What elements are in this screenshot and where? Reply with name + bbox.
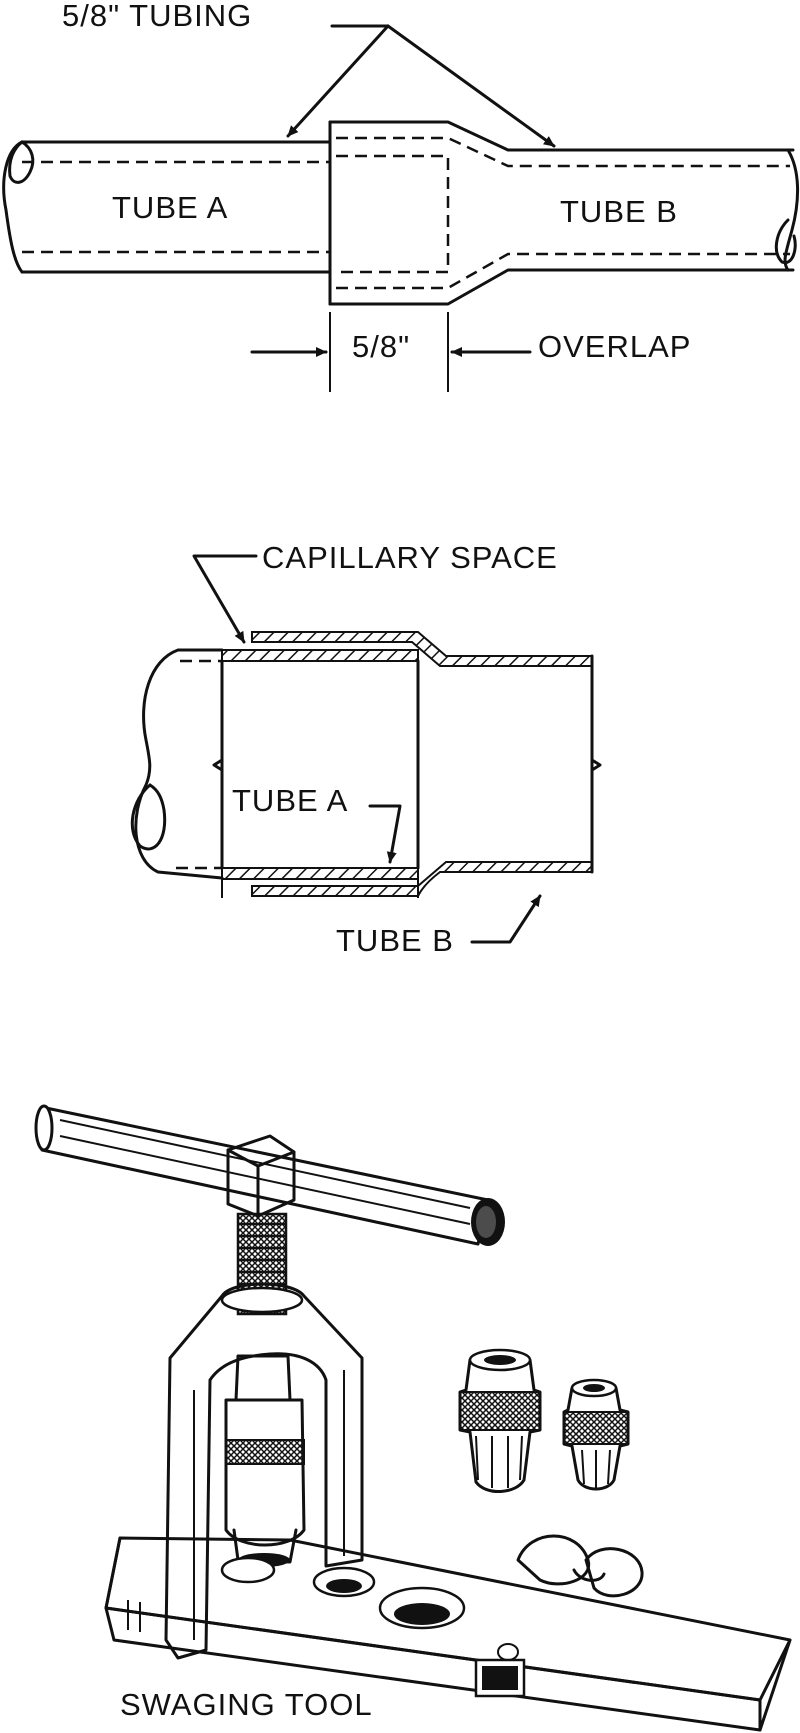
tube-b-label-section: TUBE B [336, 923, 454, 958]
t-handle [34, 1104, 505, 1246]
overlap-label: OVERLAP [538, 329, 691, 364]
tube-b-label: TUBE B [560, 194, 678, 229]
tube-a-section [130, 648, 420, 880]
capillary-space-label: CAPILLARY SPACE [262, 540, 558, 575]
overlap-dimension-value: 5/8" [352, 329, 410, 364]
tube-a-drawing [2, 140, 332, 274]
tubing-label: 5/8" TUBING [62, 0, 252, 33]
yoke-frame [164, 1282, 364, 1660]
flaring-bar [104, 1536, 792, 1732]
capillary-leaders [192, 554, 542, 944]
swaging-tool-caption: SWAGING TOOL [120, 1687, 373, 1722]
adapter-small [562, 1378, 630, 1491]
figure-swaging-tool: SWAGING TOOL [34, 1104, 792, 1732]
tube-b-drawing [328, 120, 800, 306]
tubing-leaders [286, 24, 556, 148]
tube-a-label: TUBE A [112, 190, 228, 225]
tube-b-section [212, 631, 602, 898]
adapter-large [458, 1348, 542, 1493]
figure-capillary-space: CAPILLARY SPACE TUBE A TUBE B [130, 540, 602, 958]
wing-nut [516, 1534, 644, 1598]
figure-tubing-overlap: 5/8" TUBING TUBE A TUBE B 5/8" OVERLAP [2, 0, 800, 392]
swaging-punch [224, 1354, 306, 1567]
tube-a-label-section: TUBE A [232, 783, 348, 818]
handle-block [226, 1134, 296, 1218]
overlap-dimension [250, 312, 532, 392]
